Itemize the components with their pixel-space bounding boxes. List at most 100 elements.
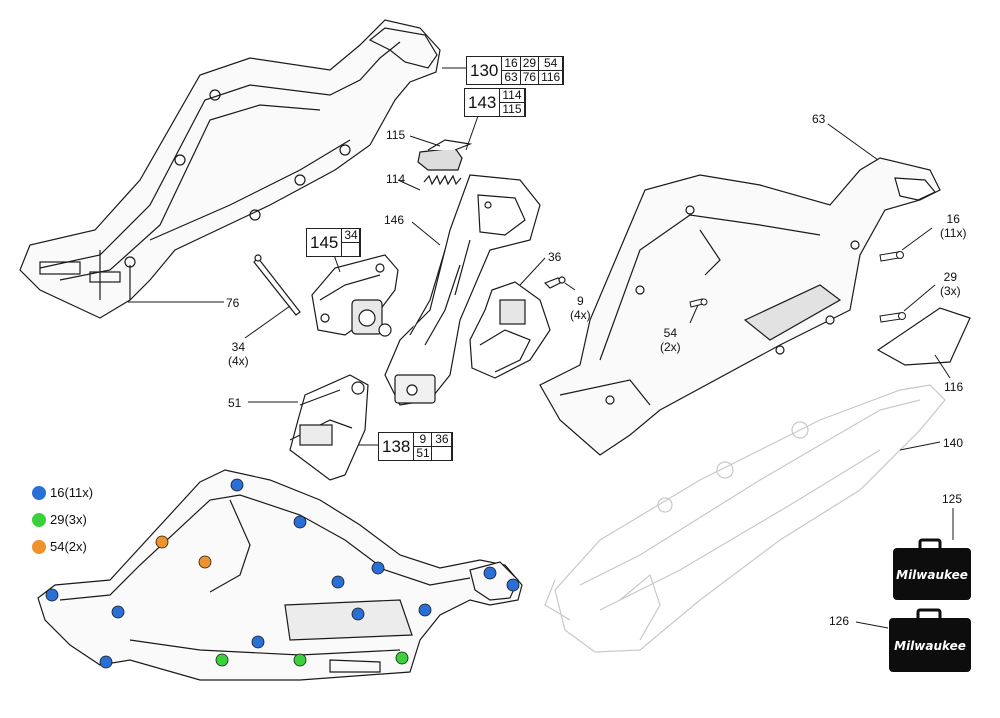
leader-54 <box>689 304 699 324</box>
legend-label: 16(11x) <box>50 485 94 500</box>
rod-part-34 <box>253 254 301 316</box>
callout-126: 126 <box>829 614 850 628</box>
screw-dots <box>45 478 520 669</box>
leader-9 <box>564 282 576 291</box>
kit-cell: 34 <box>342 229 361 243</box>
callout-29: 29(3x) <box>940 270 961 298</box>
brand-logo-126: Milwaukee <box>894 639 966 653</box>
screw-dot <box>351 607 365 621</box>
screw-dot <box>331 575 345 589</box>
kit-cell: 36 <box>432 433 453 447</box>
brand-logo-125: Milwaukee <box>896 568 968 582</box>
screw-part-16 <box>879 251 904 262</box>
callout-36: 36 <box>548 250 562 264</box>
screw-dot <box>371 561 385 575</box>
callout-63: 63 <box>812 112 826 126</box>
motor-part-145 <box>311 254 399 337</box>
screw-dot <box>198 555 212 569</box>
screw-dot <box>418 603 432 617</box>
leader-16 <box>901 227 933 251</box>
kit-box-138: 138 9 36 51 <box>378 432 454 461</box>
label-part-116 <box>876 307 971 366</box>
legend-item-16: 16(11x) <box>32 485 93 500</box>
callout-140: 140 <box>943 436 964 450</box>
screw-dot <box>99 655 113 669</box>
kit-cell: 116 <box>539 71 564 84</box>
cover-part-36 <box>469 281 551 379</box>
legend-label: 54(2x) <box>50 539 87 554</box>
leader-34 <box>244 305 291 339</box>
kit-cell: 114 <box>500 89 525 103</box>
callout-16: 16(11x) <box>940 212 967 240</box>
screw-dot <box>395 651 409 665</box>
kit-number: 143 <box>465 89 501 116</box>
callout-146: 146 <box>384 213 405 227</box>
kit-box-130: 130 16 29 54 63 76 116 <box>466 56 565 85</box>
screw-dot <box>111 605 125 619</box>
shoe-part-140 <box>544 384 946 653</box>
kit-cell <box>432 447 453 460</box>
kit-cell: 29 <box>520 57 540 71</box>
callout-114: 114 <box>386 172 406 186</box>
kit-number: 138 <box>379 433 415 460</box>
screw-part-9 <box>543 276 566 289</box>
leader-140 <box>899 441 941 451</box>
kit-cell: 63 <box>502 71 521 84</box>
callout-34: 34(4x) <box>228 340 249 368</box>
button-part-115 <box>417 139 473 171</box>
leader-63 <box>827 123 879 161</box>
callout-54: 54(2x) <box>660 326 681 354</box>
screw-part-29 <box>879 312 906 323</box>
screw-dot <box>155 535 169 549</box>
kit-cell: 9 <box>414 433 433 447</box>
screw-dot <box>251 635 265 649</box>
housing-right-part <box>539 157 941 456</box>
screw-dot <box>483 566 497 580</box>
callout-115: 115 <box>386 128 406 142</box>
leader-143 <box>465 115 479 151</box>
kit-number: 130 <box>467 57 503 84</box>
legend-dot-blue <box>32 485 46 500</box>
legend-item-54: 54(2x) <box>32 539 87 554</box>
kit-number: 145 <box>307 229 343 256</box>
kit-cell: 16 <box>502 57 521 71</box>
kit-box-145: 145 34 <box>306 228 362 257</box>
leader-116 <box>934 354 951 379</box>
case-part-126: Milwaukee <box>889 608 971 672</box>
case-part-125: Milwaukee <box>893 538 971 600</box>
kit-cell <box>342 243 361 256</box>
screw-dot <box>506 578 520 592</box>
screw-dot <box>293 515 307 529</box>
kit-cell: 51 <box>414 447 433 460</box>
kit-box-143: 143 114 115 <box>464 88 526 117</box>
kit-cell: 115 <box>500 103 525 116</box>
leader-126 <box>855 621 889 629</box>
screw-dot <box>215 653 229 667</box>
legend-dot-green <box>32 512 46 527</box>
leader-115 <box>409 135 441 147</box>
screw-dot <box>230 478 244 492</box>
housing-left-part <box>19 19 441 319</box>
bracket-part-51 <box>289 374 369 481</box>
legend-label: 29(3x) <box>50 512 87 527</box>
screw-part-54 <box>689 298 708 308</box>
switch-part-146 <box>384 174 541 406</box>
screw-dot <box>45 588 59 602</box>
callout-9: 9(4x) <box>570 294 591 322</box>
callout-51: 51 <box>228 396 242 410</box>
callout-116: 116 <box>944 380 964 394</box>
legend-dot-orange <box>32 539 46 554</box>
housing-screw-map <box>37 469 523 681</box>
kit-cell: 76 <box>521 71 540 84</box>
leader-36 <box>519 257 546 286</box>
spring-part-114 <box>423 174 462 186</box>
screw-dot <box>293 653 307 667</box>
leader-29 <box>903 284 936 312</box>
leader-146 <box>411 221 441 246</box>
callout-125: 125 <box>942 492 963 506</box>
kit-cell: 54 <box>539 57 564 71</box>
leader-114 <box>397 179 421 191</box>
legend-item-29: 29(3x) <box>32 512 87 527</box>
callout-76: 76 <box>226 296 240 310</box>
